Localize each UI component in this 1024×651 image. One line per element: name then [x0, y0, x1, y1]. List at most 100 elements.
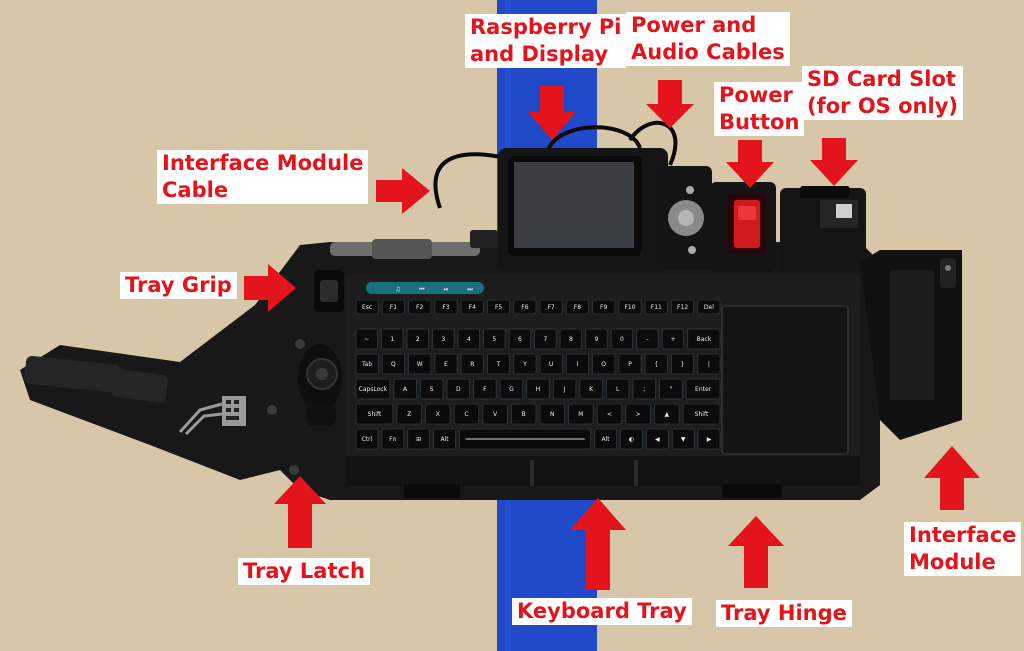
key[interactable] — [618, 353, 642, 375]
key[interactable] — [453, 403, 480, 425]
key[interactable] — [687, 328, 721, 350]
key[interactable] — [513, 353, 537, 375]
key[interactable] — [396, 403, 422, 425]
key[interactable] — [473, 378, 497, 400]
key[interactable] — [636, 328, 659, 350]
key[interactable] — [432, 328, 455, 350]
key[interactable] — [579, 378, 603, 400]
key[interactable] — [596, 403, 623, 425]
key[interactable] — [606, 378, 630, 400]
key[interactable] — [457, 328, 481, 350]
key[interactable] — [646, 428, 669, 450]
key[interactable] — [355, 328, 378, 350]
key[interactable] — [592, 353, 616, 375]
key[interactable] — [697, 428, 721, 450]
key-label: E — [444, 361, 448, 368]
media-key[interactable]: ♫ — [395, 286, 400, 293]
key[interactable] — [610, 328, 634, 350]
key[interactable] — [534, 328, 557, 350]
key[interactable] — [539, 299, 563, 315]
key-label: - — [646, 336, 648, 343]
key[interactable] — [685, 378, 721, 400]
key-label: < — [607, 411, 612, 418]
key[interactable] — [482, 403, 508, 425]
key[interactable] — [659, 378, 683, 400]
tray-latch[interactable] — [298, 344, 342, 426]
key[interactable] — [355, 378, 391, 400]
media-key[interactable]: ⏮ — [419, 286, 425, 293]
key-label: 6 — [518, 336, 522, 343]
key[interactable] — [671, 299, 695, 315]
key[interactable] — [697, 353, 721, 375]
key-label: S — [430, 386, 434, 393]
arrow-keyboard-tray — [570, 498, 626, 590]
key[interactable] — [697, 299, 721, 315]
key[interactable] — [446, 378, 471, 400]
media-key[interactable]: ⏭ — [467, 286, 473, 293]
key[interactable] — [355, 353, 379, 375]
key[interactable] — [644, 299, 668, 315]
key[interactable] — [618, 299, 642, 315]
key[interactable] — [499, 378, 524, 400]
key[interactable] — [565, 353, 589, 375]
key[interactable] — [408, 299, 432, 315]
key[interactable] — [355, 403, 394, 425]
key[interactable] — [407, 428, 431, 450]
key[interactable] — [419, 378, 444, 400]
key[interactable] — [510, 403, 537, 425]
key-label: F11 — [651, 304, 662, 311]
key[interactable] — [460, 353, 484, 375]
key[interactable] — [406, 328, 429, 350]
key[interactable] — [508, 328, 532, 350]
key[interactable] — [644, 353, 668, 375]
key[interactable] — [381, 428, 405, 450]
key[interactable] — [682, 403, 721, 425]
key-label: L — [616, 386, 620, 393]
key[interactable] — [483, 328, 506, 350]
media-key[interactable]: ⏯ — [444, 286, 449, 293]
key-label: Q — [391, 361, 396, 368]
screw — [267, 405, 277, 415]
key-label: I — [577, 361, 579, 368]
power-cable — [546, 125, 642, 151]
key[interactable] — [671, 428, 695, 450]
key[interactable] — [486, 353, 511, 375]
key[interactable] — [381, 328, 404, 350]
arrow-tray-hinge — [728, 516, 784, 588]
touchpad[interactable] — [721, 305, 849, 455]
key[interactable] — [565, 299, 589, 315]
key[interactable] — [486, 299, 511, 315]
key[interactable] — [408, 353, 432, 375]
key[interactable] — [355, 299, 379, 315]
key[interactable] — [381, 353, 405, 375]
key[interactable] — [592, 299, 616, 315]
key[interactable] — [654, 403, 680, 425]
key[interactable] — [625, 403, 651, 425]
key[interactable] — [434, 353, 458, 375]
key[interactable] — [594, 428, 618, 450]
key[interactable] — [513, 299, 537, 315]
key[interactable] — [559, 328, 582, 350]
key[interactable] — [460, 299, 484, 315]
key[interactable] — [661, 328, 685, 350]
key[interactable] — [585, 328, 608, 350]
key[interactable] — [568, 403, 594, 425]
key[interactable] — [539, 403, 566, 425]
arrow-tray-latch — [274, 476, 326, 548]
key[interactable] — [434, 299, 458, 315]
key[interactable] — [671, 353, 695, 375]
key[interactable] — [539, 353, 563, 375]
key[interactable] — [393, 378, 417, 400]
key[interactable] — [632, 378, 657, 400]
key[interactable] — [425, 403, 451, 425]
key[interactable] — [381, 299, 405, 315]
key-label: R — [470, 361, 474, 368]
key-label: 9 — [594, 336, 598, 343]
key[interactable] — [552, 378, 577, 400]
key-label: Z — [407, 411, 411, 418]
key[interactable] — [620, 428, 643, 450]
key[interactable] — [433, 428, 456, 450]
key[interactable] — [355, 428, 379, 450]
key[interactable] — [526, 378, 550, 400]
